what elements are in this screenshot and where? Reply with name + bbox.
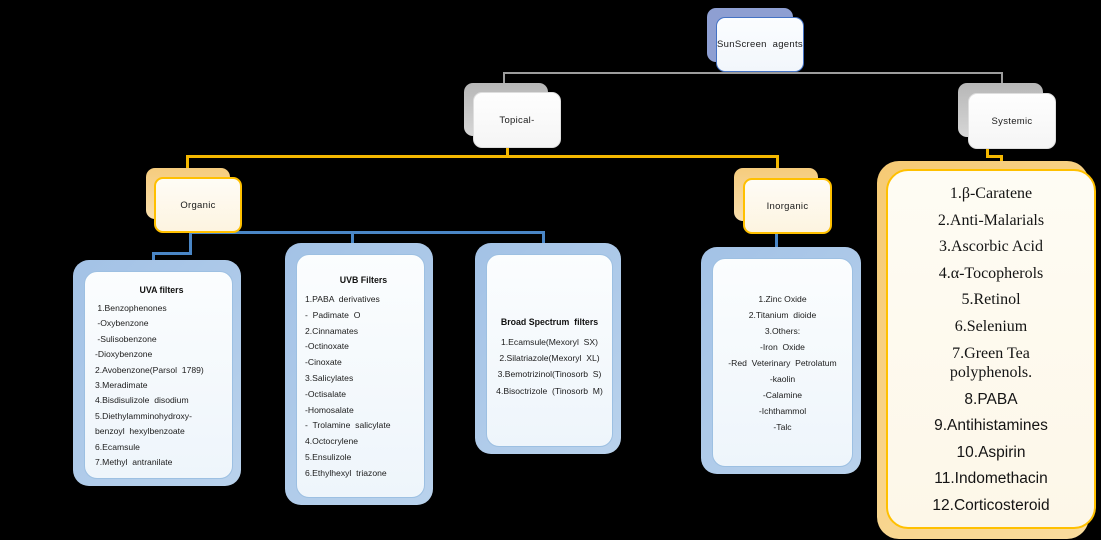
list-item: -kaolin: [769, 374, 796, 384]
systemic-list-item: 2.Anti-Malarials: [937, 211, 1045, 229]
list-item: - Padimate O: [305, 309, 361, 320]
inorganic-agents-list: 1.Zinc Oxide 2.Titanium dioide 3.Others: -I…: [715, 291, 850, 435]
systemic-node-label: Systemic: [991, 115, 1033, 127]
systemic-list-item: 9.Antihistamines: [934, 417, 1048, 435]
uva-filters-list: 1.Benzophenones -Oxybenzone -Sulisobenzo…: [95, 301, 228, 470]
list-item: 5.Ensulizole: [305, 451, 352, 462]
list-item: -Calamine: [762, 390, 803, 400]
list-item: 1.PABA derivatives: [305, 294, 380, 304]
connector-level2-horizontal: [186, 155, 779, 158]
list-item: -Octinoxate: [305, 341, 349, 352]
inorganic-node-label: Inorganic: [766, 200, 809, 212]
list-item: -Octisalate: [305, 388, 347, 399]
list-item: 3.Salicylates: [305, 372, 354, 383]
connector-uvb-drop: [351, 231, 354, 245]
list-item: benzoyl hexylbenzoate: [95, 426, 185, 437]
list-item: - Trolamine salicylate: [305, 420, 391, 431]
connector-inorganic-list-drop: [775, 229, 778, 259]
list-item: -Oxybenzone: [95, 318, 149, 329]
list-item: 3.Others:: [764, 326, 801, 336]
list-item: 6.Ecamsule: [95, 441, 140, 452]
broad-spectrum-list: 1.Ecamsule(Mexoryl SX) 2.Silatriazole(Mex…: [489, 334, 610, 399]
topical-node: Topical-: [473, 92, 561, 148]
connector-organic-drop: [186, 155, 189, 169]
list-item: 2.Cinnamates: [305, 325, 359, 336]
systemic-list-item: 8.PABA: [964, 390, 1018, 408]
list-item: 1.Zinc Oxide: [758, 294, 807, 304]
organic-node-label: Organic: [180, 199, 216, 211]
systemic-list-item: 6.Selenium: [954, 317, 1028, 335]
list-item: 4.Octocrylene: [305, 436, 359, 447]
list-item: -Iron Oxide: [760, 342, 805, 352]
root-node-sunscreen-agents: SunScreen agents: [716, 17, 804, 72]
connector-systemic-stub: [986, 146, 989, 158]
inorganic-node: Inorganic: [743, 178, 832, 234]
uva-filters-panel: UVA filters 1.Benzophenones -Oxybenzone …: [73, 260, 241, 486]
list-item: -Talc: [773, 422, 792, 432]
list-item: -Ichthammol: [758, 406, 807, 416]
list-item: 2.Titanium dioide: [748, 310, 817, 320]
systemic-list-item: 4.α-Tocopherols: [938, 264, 1044, 282]
list-item: -Sulisobenzone: [95, 333, 157, 344]
list-item: 6.Ethylhexyl triazone: [305, 467, 387, 478]
systemic-agents-panel: 1.β-Caratene 2.Anti-Malarials 3.Ascorbic A…: [886, 169, 1096, 529]
connector-inorganic-drop: [776, 155, 779, 169]
systemic-node: Systemic: [968, 93, 1056, 149]
connector-systemic-drop: [1001, 72, 1003, 85]
list-item: 2.Silatriazole(Mexoryl XL): [499, 353, 600, 364]
connector-topical-stub: [506, 145, 509, 157]
systemic-list-item: 10.Aspirin: [956, 443, 1026, 461]
root-node-label: SunScreen agents: [717, 39, 803, 50]
uvb-filters-panel: UVB Filters 1.PABA derivatives - Padimate…: [285, 243, 433, 505]
organic-node: Organic: [154, 177, 242, 233]
systemic-list-item: 7.Green Tea polyphenols.: [949, 344, 1033, 382]
systemic-list-item: 3.Ascorbic Acid: [939, 238, 1043, 256]
spacer: [715, 269, 850, 291]
connector-broad-drop: [542, 231, 545, 245]
connector-organic-stub: [189, 229, 192, 255]
list-item: 4.Bisdisulizole disodium: [95, 395, 189, 406]
systemic-list-item: 11.Indomethacin: [934, 470, 1048, 488]
systemic-list-item: 1.β-Caratene: [949, 185, 1033, 202]
list-item: 5.Diethylamminohydroxy-: [95, 410, 192, 421]
topical-node-label: Topical-: [499, 114, 535, 126]
systemic-agents-list: 1.β-Caratene 2.Anti-Malarials 3.Ascorbic A…: [888, 171, 1094, 520]
list-item: -Homosalate: [305, 404, 354, 415]
list-item: 3.Bemotrizinol(Tinosorb S): [497, 369, 602, 380]
list-item: -Red Veterinary Petrolatum: [728, 358, 837, 368]
connector-topical-drop: [503, 72, 505, 84]
broad-spectrum-panel: Broad Spectrum filters 1.Ecamsule(Mexory…: [475, 243, 621, 454]
connector-systemic-jog: [986, 155, 1003, 158]
inorganic-agents-panel: 1.Zinc Oxide 2.Titanium dioide 3.Others: -I…: [701, 247, 861, 474]
connector-uva-drop: [152, 252, 155, 263]
list-item: 1.Ecamsule(Mexoryl SX): [501, 337, 598, 347]
connector-level3-horizontal: [189, 231, 545, 234]
systemic-list-item: 12.Corticosteroid: [932, 496, 1050, 514]
connector-level1-horizontal: [503, 72, 1003, 74]
list-item: 7.Methyl antranilate: [95, 457, 173, 468]
list-item: 4.Bisoctrizole (Tinosorb M): [496, 385, 603, 396]
connector-uva-jog: [152, 252, 192, 255]
uvb-filters-list: 1.PABA derivatives - Padimate O 2.Cinnamat…: [305, 292, 422, 482]
systemic-list-item: 5.Retinol: [961, 291, 1021, 309]
list-item: 3.Meradimate: [95, 380, 148, 391]
list-item: 2.Avobenzone(Parsol 1789): [95, 364, 204, 375]
uvb-filters-title: UVB Filters: [339, 275, 388, 285]
list-item: -Cinoxate: [305, 357, 342, 368]
uva-filters-title: UVA filters: [139, 285, 184, 295]
broad-spectrum-title: Broad Spectrum filters: [500, 317, 599, 327]
list-item: 1.Benzophenones: [95, 303, 167, 313]
list-item: -Dioxybenzone: [95, 349, 153, 360]
